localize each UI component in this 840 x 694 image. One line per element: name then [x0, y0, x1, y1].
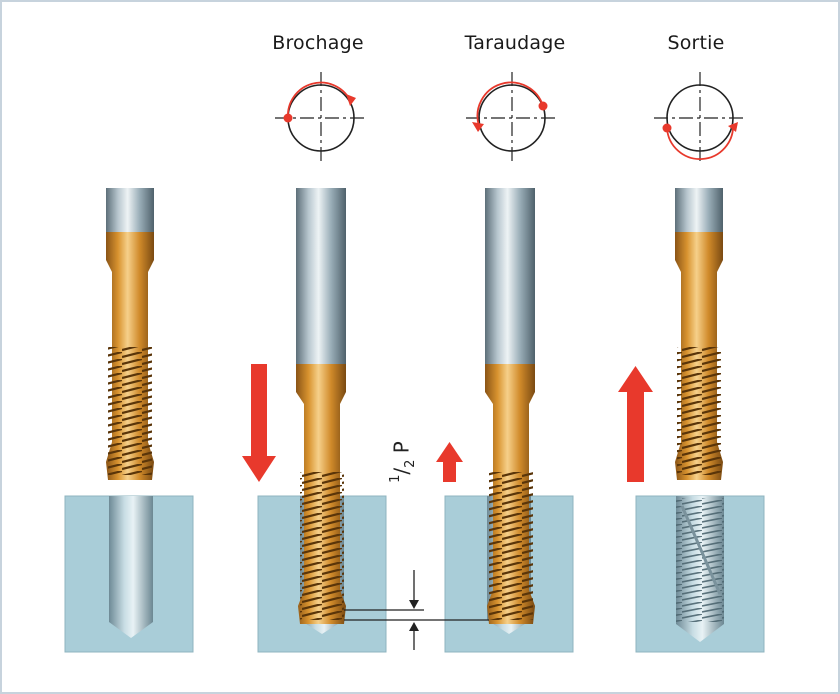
stage-title-sortie: Sortie [667, 32, 725, 54]
workpiece-block-4 [635, 495, 765, 653]
motion-diagram-sortie [654, 72, 747, 162]
thread-mill-tool-4 [675, 188, 723, 480]
plunge-down-arrow [242, 364, 276, 482]
thread-mill-tool-3 [485, 188, 535, 624]
stage-title-taraudage: Taraudage [464, 32, 566, 54]
motion-diagram-brochage [275, 72, 368, 162]
half-pitch-up-arrow [436, 442, 463, 482]
half-pitch-dimension [344, 570, 489, 650]
thread-mill-tool-2 [296, 188, 346, 624]
workpiece-block-1 [64, 495, 194, 653]
retract-up-arrow [618, 366, 653, 482]
thread-mill-tool-1 [106, 188, 154, 480]
motion-diagram-taraudage [466, 72, 559, 162]
stage-title-brochage: Brochage [272, 32, 364, 54]
